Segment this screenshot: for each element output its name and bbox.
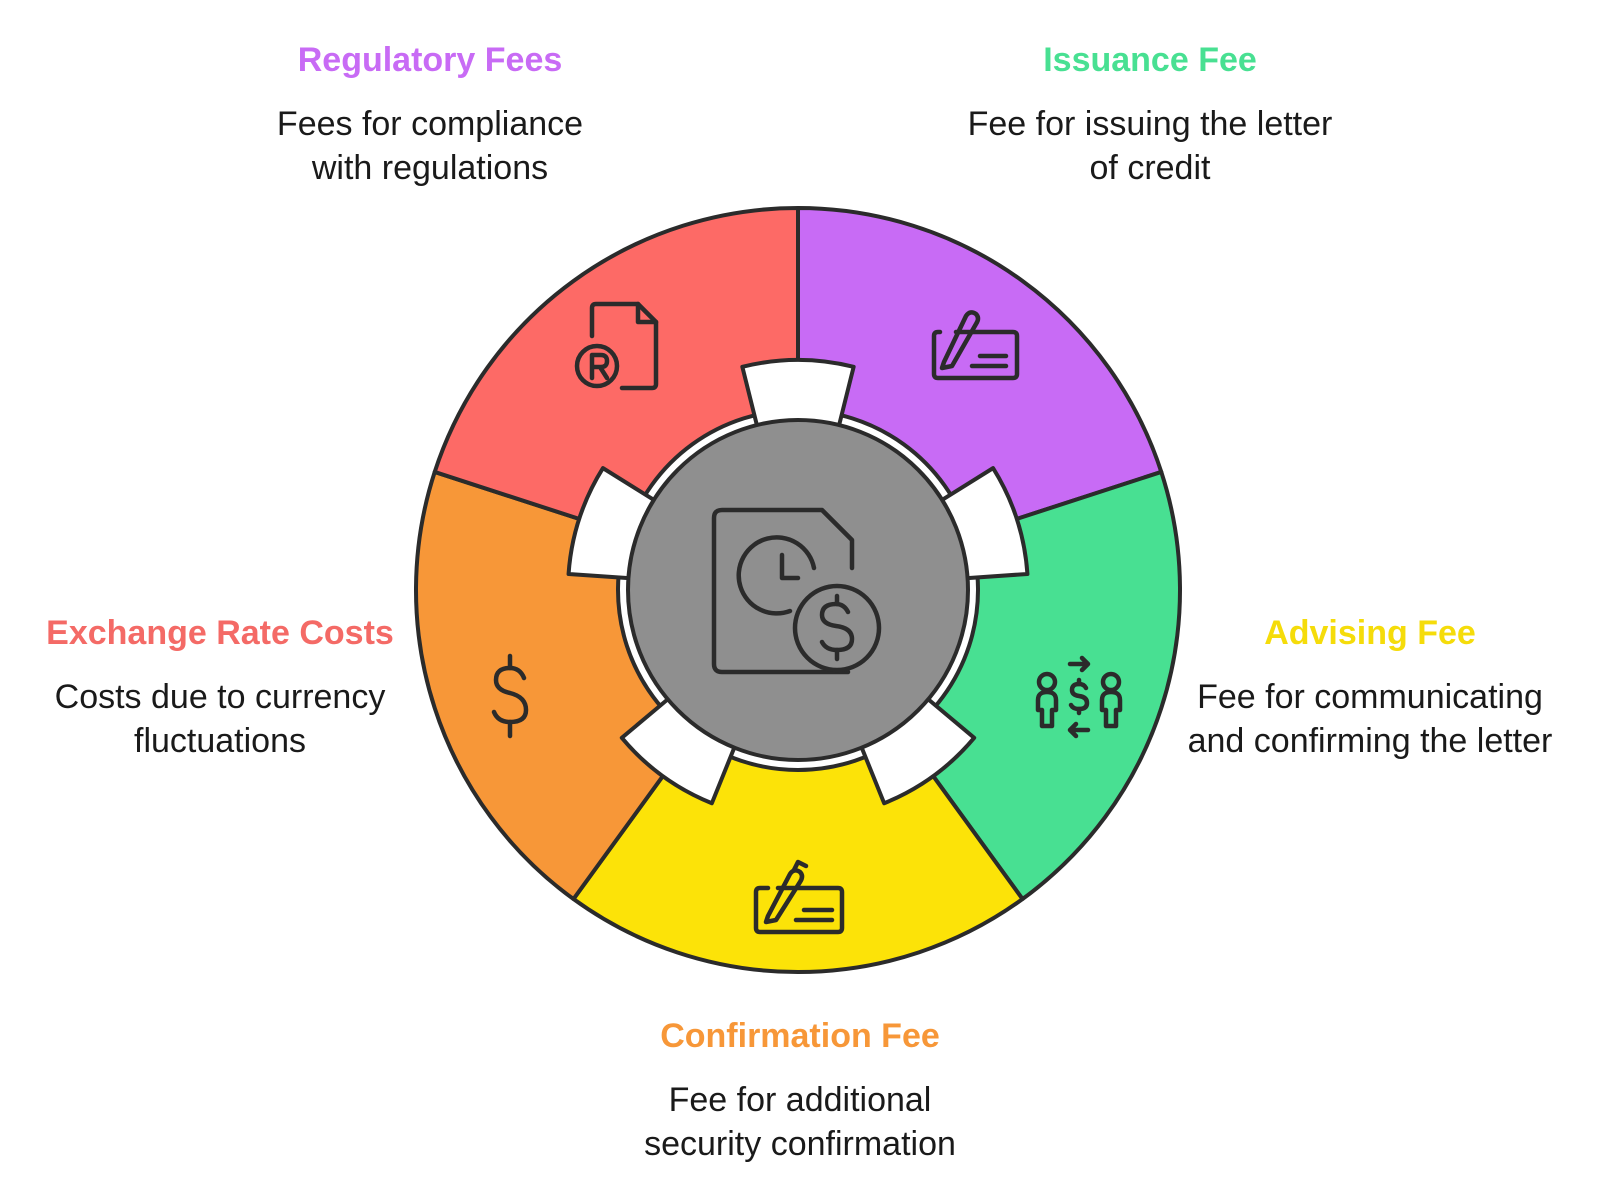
regulatory-description-line2: with regulations <box>311 149 549 187</box>
segment-advising <box>571 733 1025 974</box>
confirmation-label: Confirmation Fee Fee for additional secu… <box>560 1016 1040 1166</box>
segment-regulatory <box>796 206 1164 537</box>
ring-gap-1 <box>740 358 856 429</box>
exchange-title: Exchange Rate Costs <box>46 614 394 652</box>
confirmation-description-line2: security confirmation <box>644 1125 956 1163</box>
confirmation-title: Confirmation Fee <box>660 1017 940 1055</box>
exchange-description-line1: Costs due to currency <box>54 678 386 716</box>
people-exchange-dollar-icon <box>1035 655 1123 739</box>
document-clock-dollar-icon <box>711 507 882 675</box>
signature-pen-icon <box>931 310 1020 381</box>
signed-check-icon <box>753 859 845 935</box>
regulatory-description-line1: Fees for compliance <box>276 105 584 143</box>
center-hub <box>626 418 970 762</box>
regulatory-label: Regulatory Fees Fees for compliance with… <box>200 40 660 190</box>
advising-label: Advising Fee Fee for communicating and c… <box>1150 613 1590 763</box>
segment-confirmation <box>414 469 695 902</box>
exchange-label: Exchange Rate Costs Costs due to currenc… <box>20 613 420 763</box>
confirmation-description-line1: Fee for additional <box>668 1081 932 1119</box>
advising-title: Advising Fee <box>1264 614 1476 652</box>
regulatory-title: Regulatory Fees <box>297 41 563 79</box>
registered-document-icon <box>574 301 659 391</box>
issuance-title: Issuance Fee <box>1043 41 1257 79</box>
advising-description-line1: Fee for communicating <box>1197 678 1543 716</box>
issuance-label: Issuance Fee Fee for issuing the letter … <box>910 40 1390 190</box>
issuance-description-line2: of credit <box>1089 149 1211 187</box>
advising-description-line2: and confirming the letter <box>1187 722 1553 760</box>
exchange-description-line2: fluctuations <box>134 722 306 760</box>
dollar-sign-icon <box>491 653 529 739</box>
issuance-description-line1: Fee for issuing the letter <box>967 105 1333 143</box>
